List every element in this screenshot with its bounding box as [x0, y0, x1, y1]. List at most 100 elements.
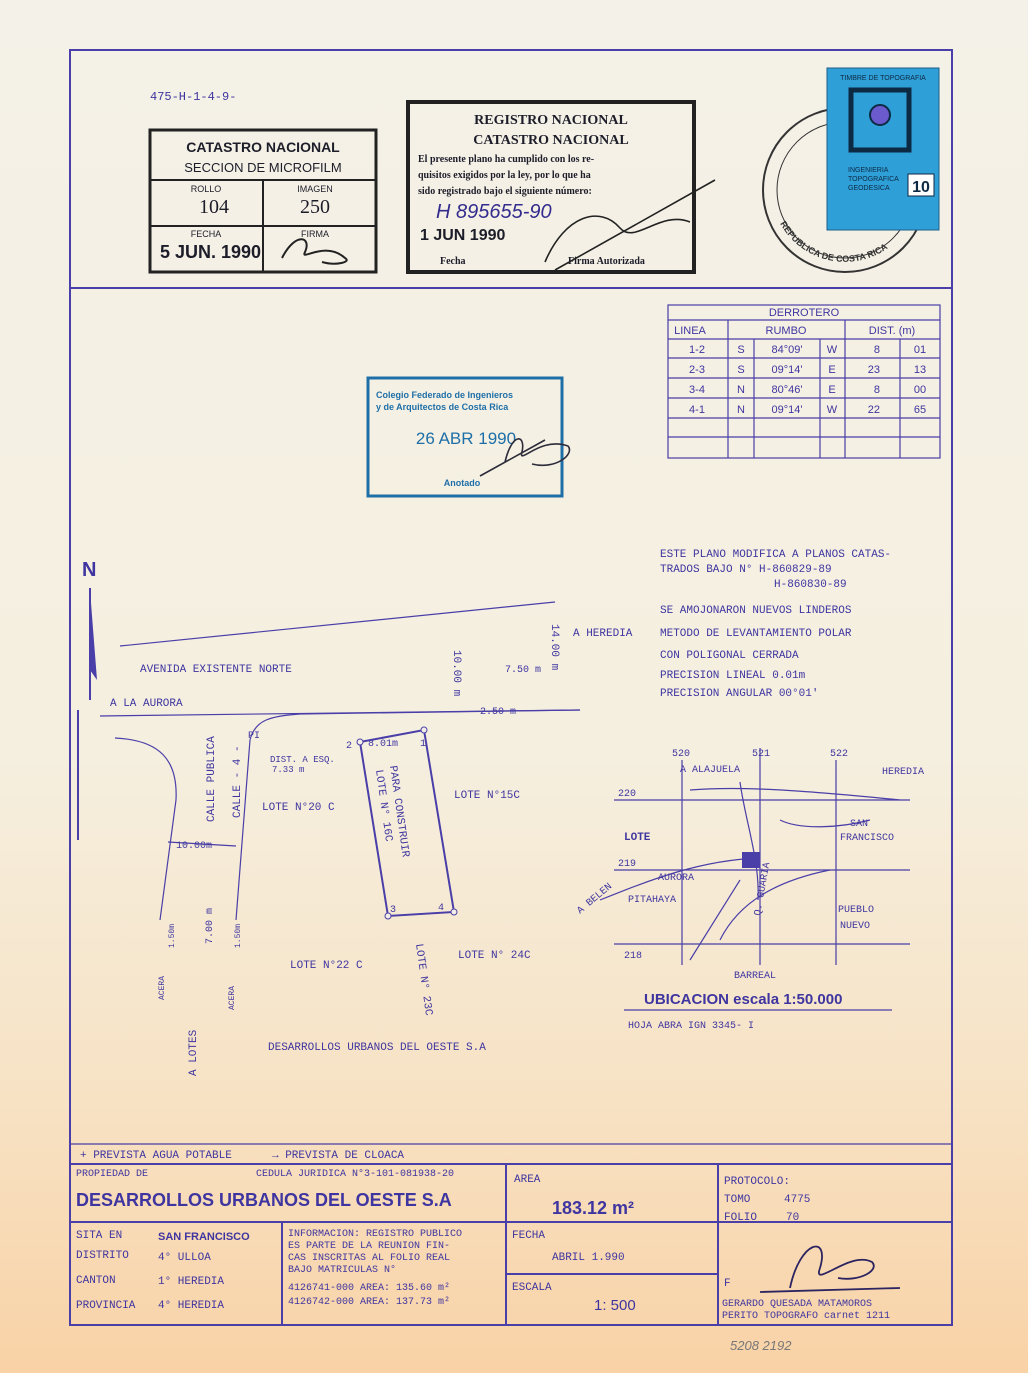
fecha-label: FECHA — [191, 229, 222, 239]
propiedad-label: PROPIEDAD DE — [76, 1169, 148, 1180]
derrotero-cell-cm: 01 — [914, 344, 926, 356]
derrotero-header-dist: DIST. (m) — [869, 325, 915, 337]
derrotero-cell-b: W — [827, 344, 838, 356]
dim-10m: 10.00 m — [450, 650, 462, 697]
acera2-width: 1.50m — [234, 924, 243, 948]
sita-label: SITA EN — [76, 1230, 122, 1242]
legend: + PREVISTA AGUA POTABLE → PREVISTA DE CL… — [70, 1143, 952, 1162]
info-line2: ES PARTE DE LA REUNION FIN- — [288, 1241, 450, 1252]
catastro-title: CATASTRO NACIONAL — [186, 139, 340, 155]
info-line3: CAS INSCRITAS AL FOLIO REAL — [288, 1253, 450, 1264]
canton-value: 1° HEREDIA — [158, 1276, 224, 1288]
registro-line2: quisitos exigidos por la ley, por lo que… — [418, 170, 591, 181]
derrotero-cell-m: 8 — [874, 384, 880, 396]
timbre-label: TIMBRE DE TOPOGRAFIA — [840, 75, 926, 82]
note-line7: PRECISION LINEAL 0.01m — [660, 670, 806, 682]
derrotero-cell-m: 23 — [868, 364, 880, 376]
map-y2: 219 — [618, 859, 636, 870]
lote-23c-label: LOTE N° 23C — [412, 943, 434, 1017]
timbre-line2: TOPOGRAFICA — [848, 176, 899, 183]
legend-agua: + PREVISTA AGUA POTABLE — [80, 1150, 232, 1162]
derrotero-cell-linea: 2-3 — [689, 364, 705, 376]
map-alajuela: A ALAJUELA — [680, 765, 740, 776]
corner-curve — [249, 709, 581, 741]
north-label: N — [82, 559, 96, 581]
vertex-3: 3 — [390, 905, 396, 916]
derrotero-cell-a: S — [737, 364, 744, 376]
provincia-label: PROVINCIA — [76, 1300, 136, 1312]
derrotero-cell-linea: 4-1 — [689, 404, 705, 416]
timbre-emblem — [848, 87, 912, 153]
folio-label: FOLIO — [724, 1212, 757, 1224]
lote-marker — [742, 852, 760, 868]
distrito-label: DISTRITO — [76, 1250, 129, 1262]
derrotero-cell-cm: 65 — [914, 404, 926, 416]
derrotero-cell-a: N — [737, 384, 745, 396]
rollo-value: 104 — [199, 196, 229, 218]
acera1-width: 1.50m — [168, 924, 177, 948]
sheet-border — [69, 49, 953, 1326]
calle-4-label: CALLE - 4 - — [232, 745, 244, 818]
area-value: 183.12 m² — [552, 1198, 634, 1218]
registro-title2: CATASTRO NACIONAL — [473, 133, 628, 148]
fecha-label-tb: FECHA — [512, 1230, 545, 1242]
note-line1: ESTE PLANO MODIFICA A PLANOS CATAS- — [660, 549, 891, 561]
derrotero-cell-b: E — [828, 384, 835, 396]
tomo-label: TOMO — [724, 1194, 751, 1206]
ubicacion-title: UBICACION escala 1:50.000 — [644, 991, 842, 1008]
colegio-federado-stamp: Colegio Federado de Ingenieros y de Arqu… — [366, 376, 571, 498]
dim-14m: 14.00 m — [548, 624, 560, 671]
derrotero-cell-deg: 84°09' — [772, 344, 803, 356]
curb-right — [235, 739, 251, 921]
timbre-topografia: REPUBLICA DE COSTA RICA TIMBRE DE TOPOGR… — [762, 67, 940, 273]
map-y3: 218 — [624, 951, 642, 962]
acera1-label: ACERA — [158, 976, 167, 1000]
note-line4: SE AMOJONARON NUEVOS LINDEROS — [660, 605, 852, 617]
catastro-subtitle: SECCION DE MICROFILM — [184, 160, 341, 175]
derrotero-cell-a: S — [737, 344, 744, 356]
registro-date: 1 JUN 1990 — [420, 227, 505, 244]
derrotero-cell-cm: 00 — [914, 384, 926, 396]
f-label: F — [724, 1278, 731, 1290]
area-label: AREA — [514, 1174, 541, 1186]
calzada-width: 7.00 m — [205, 908, 216, 944]
vertex-2: 2 — [346, 741, 352, 752]
lote-15c-label: LOTE N°15C — [454, 790, 520, 802]
tomo-value: 4775 — [784, 1194, 810, 1206]
protocolo-label: PROTOCOLO: — [724, 1176, 790, 1188]
vertex-4: 4 — [438, 903, 444, 914]
map-y1: 220 — [618, 789, 636, 800]
calle-publica-label: CALLE PUBLICA — [206, 736, 218, 822]
note-line5: METODO DE LEVANTAMIENTO POLAR — [660, 628, 852, 640]
a-la-aurora-label: A LA AURORA — [110, 698, 183, 710]
derrotero-cell-deg: 09°14' — [772, 404, 803, 416]
perito-title: PERITO TOPOGRAFO carnet 1211 — [722, 1311, 890, 1322]
dim-250: 2.50 m — [480, 707, 516, 718]
provincia-value: 4° HEREDIA — [158, 1300, 224, 1312]
cedula-label: CEDULA JURIDICA N°3-101-081938-20 — [256, 1168, 454, 1180]
map-x3: 522 — [830, 749, 848, 760]
plan-ref: 475-H-1-4-9- — [150, 90, 236, 104]
plan-notes: ESTE PLANO MODIFICA A PLANOS CATAS- TRAD… — [660, 549, 891, 700]
derrotero-cell-m: 8 — [874, 344, 880, 356]
rollo-label: ROLLO — [191, 184, 222, 194]
map-francisco: FRANCISCO — [840, 833, 894, 844]
note-line6: CON POLIGONAL CERRADA — [660, 650, 799, 662]
derrotero-header-linea: LINEA — [674, 325, 706, 337]
title-block: PROPIEDAD DE CEDULA JURIDICA N°3-101-081… — [70, 1163, 952, 1325]
canton-label: CANTON — [76, 1275, 116, 1287]
perito-name: GERARDO QUESADA MATAMOROS — [722, 1299, 872, 1310]
map-aurora: AURORA — [658, 873, 694, 884]
acera2-label: ACERA — [228, 986, 237, 1010]
colegio-signature — [479, 438, 571, 477]
perito-signature — [759, 1245, 901, 1293]
colegio-date: 26 ABR 1990 — [416, 429, 516, 448]
lote-20c-label: LOTE N°20 C — [262, 802, 335, 814]
footer-note: 5208 2192 — [730, 1338, 792, 1353]
vertex-1: 1 — [420, 739, 426, 750]
info-line5: 4126741-000 AREA: 135.60 m² — [288, 1283, 450, 1294]
firma-label: FIRMA — [301, 229, 329, 239]
sita-value: SAN FRANCISCO — [158, 1231, 250, 1243]
colegio-line1: Colegio Federado de Ingenieros — [376, 390, 513, 400]
